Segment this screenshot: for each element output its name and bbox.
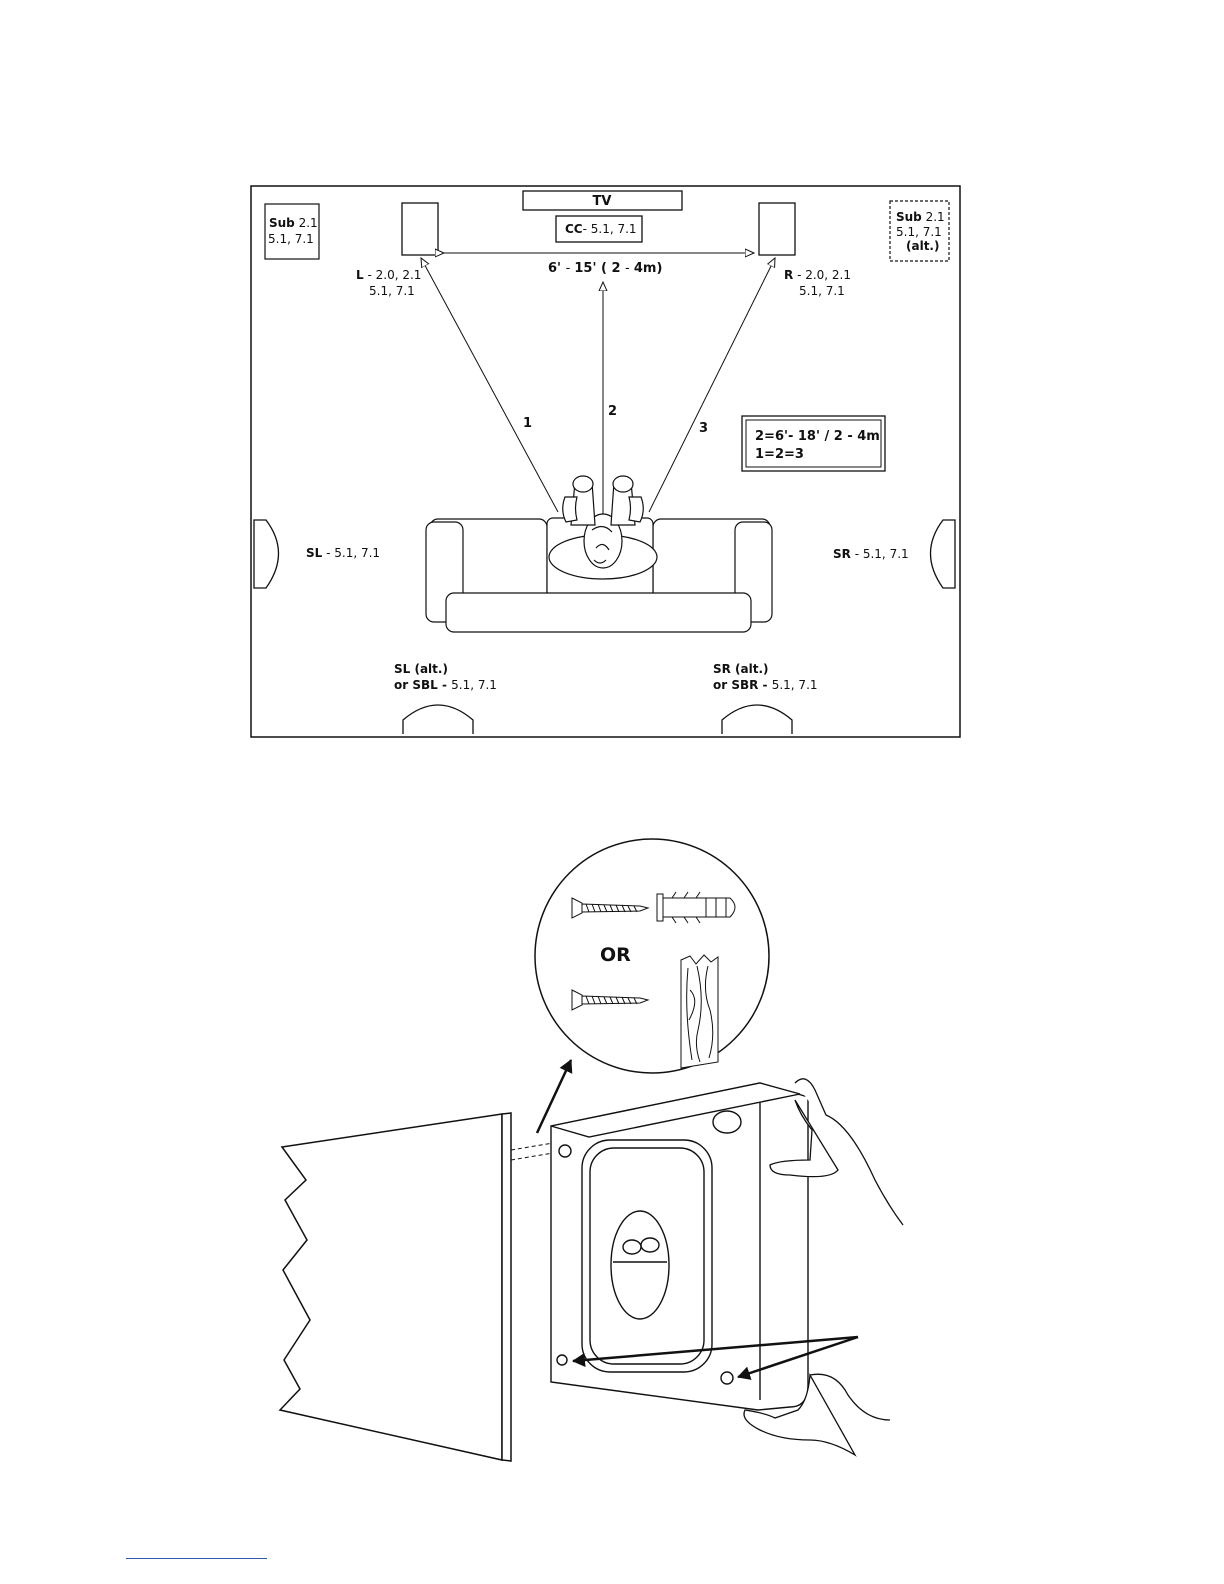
- rear-right-label-line1: SR (alt.): [713, 662, 769, 676]
- hardware-detail-circle: OR: [535, 839, 769, 1073]
- rear-left-speaker: [403, 705, 473, 734]
- detail-pointer-arrow: [537, 1060, 571, 1133]
- rear-left-label-line2: or SBL - 5.1, 7.1: [394, 678, 497, 692]
- wall-mount-illustration: OR: [280, 839, 903, 1461]
- wood-stud-icon: [681, 955, 718, 1068]
- right-speaker-label-line2: 5.1, 7.1: [799, 284, 845, 298]
- tv-label: TV: [593, 194, 612, 209]
- surround-left-speaker: [254, 520, 279, 588]
- subwoofer-alt-label-line1: Sub 2.1: [896, 210, 945, 224]
- center-speaker-label: CC- 5.1, 7.1: [565, 222, 637, 236]
- subwoofer-alt-label-line3: (alt.): [906, 239, 939, 253]
- rule-line-2: 1=2=3: [755, 447, 804, 462]
- speaker-layout-diagram: TV CC- 5.1, 7.1 Sub 2.1 5.1, 7.1 Sub 2.1…: [251, 186, 960, 737]
- rule-line-1: 2=6'- 18' / 2 - 4m: [755, 429, 880, 444]
- keyhole-mount: [713, 1111, 741, 1133]
- path-2-label: 2: [608, 404, 617, 419]
- subwoofer-label-line2: 5.1, 7.1: [268, 232, 314, 246]
- right-speaker-label-line1: R - 2.0, 2.1: [784, 268, 851, 282]
- or-label: OR: [600, 944, 631, 966]
- mounting-hole: [721, 1372, 733, 1384]
- speaker-cabinet: [551, 1083, 808, 1410]
- rear-right-label-line2: or SBR - 5.1, 7.1: [713, 678, 818, 692]
- path-3-arrow: [649, 258, 775, 512]
- surround-left-label: SL - 5.1, 7.1: [306, 546, 380, 560]
- path-1-arrow: [421, 258, 558, 512]
- mounting-hole: [557, 1355, 567, 1365]
- rear-right-speaker: [722, 705, 792, 734]
- front-distance-label: 6' - 15' ( 2 - 4m): [548, 261, 662, 276]
- keyhole-mount: [559, 1145, 571, 1157]
- surround-right-label: SR - 5.1, 7.1: [833, 547, 909, 561]
- footer-rule: [126, 1558, 267, 1559]
- left-speaker-label-line2: 5.1, 7.1: [369, 284, 415, 298]
- wall-panel: [280, 1113, 511, 1461]
- left-speaker: [402, 203, 438, 255]
- subwoofer-label-line1: Sub 2.1: [269, 216, 318, 230]
- surround-right-speaker: [931, 520, 956, 588]
- path-1-label: 1: [523, 416, 532, 431]
- subwoofer-alt-label-line2: 5.1, 7.1: [896, 225, 942, 239]
- path-3-label: 3: [699, 421, 708, 436]
- rear-left-label-line1: SL (alt.): [394, 662, 448, 676]
- right-speaker: [759, 203, 795, 255]
- left-speaker-label-line1: L - 2.0, 2.1: [356, 268, 421, 282]
